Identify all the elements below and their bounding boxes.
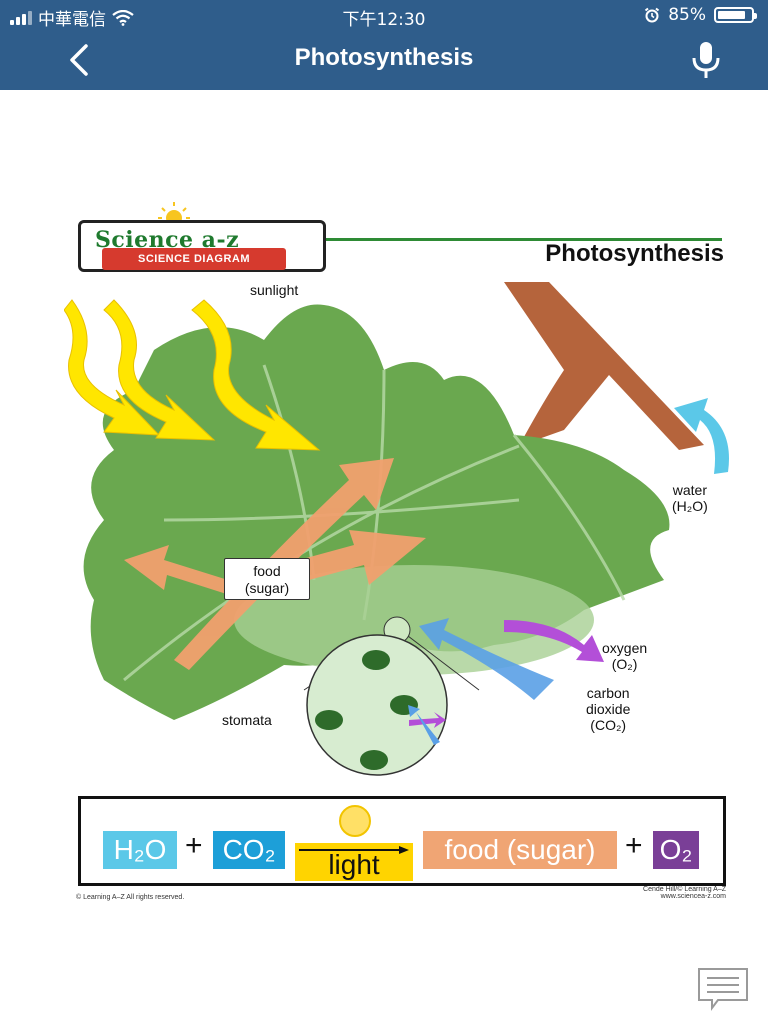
equation-food: food (sugar) — [423, 831, 617, 869]
label-oxygen-line2: (O₂) — [611, 656, 638, 672]
label-water-line2: (H₂O) — [672, 498, 708, 514]
voice-button[interactable] — [684, 38, 728, 82]
carrier-name: 中華電信 — [38, 10, 106, 30]
label-stomata: stomata — [222, 712, 272, 728]
carrier-group: 中華電信 — [10, 5, 134, 30]
diagram-title: Photosynthesis — [545, 240, 724, 267]
nav-bar: Photosynthesis — [0, 30, 768, 90]
clock: 下午12:30 — [342, 10, 426, 30]
battery-percent: 85% — [668, 5, 706, 25]
label-carbon-line2: dioxide — [586, 701, 631, 717]
equation-water: H₂O — [103, 831, 177, 869]
alarm-icon — [645, 7, 660, 23]
label-food-line2: (sugar) — [244, 580, 290, 596]
label-food: food (sugar) — [224, 558, 310, 600]
equation-light: light — [295, 843, 413, 881]
label-water-line1: water — [672, 482, 707, 498]
copyright-right-line2: www.sciencea-z.com — [660, 893, 726, 900]
water-arrow — [674, 398, 729, 474]
signal-icon — [10, 10, 32, 25]
label-carbon-line1: carbon — [586, 685, 630, 701]
label-oxygen-line1: oxygen — [602, 640, 648, 656]
equation-box: H₂O + CO₂ light food (sugar) + O₂ — [78, 796, 726, 886]
label-carbon-dioxide: carbon dioxide (CO₂) — [586, 685, 630, 733]
chat-bubble-icon — [698, 968, 748, 1011]
status-bar: 中華電信 下午12:30 85% — [0, 0, 768, 30]
oxygen-arrow — [504, 620, 604, 662]
status-right: 85% — [644, 5, 757, 25]
microphone-icon — [692, 42, 720, 78]
copyright-left: © Learning A–Z All rights reserved. — [76, 894, 185, 901]
equation-o2: O₂ — [653, 831, 699, 869]
label-oxygen: oxygen (O₂) — [602, 640, 647, 672]
label-food-line1: food — [253, 563, 281, 579]
battery-icon — [714, 7, 757, 23]
equation-plus-2: + — [625, 829, 643, 862]
photosynthesis-diagram: Science a-z SCIENCE DIAGRAM Photosynthes… — [64, 200, 732, 916]
chat-button[interactable] — [696, 966, 750, 1012]
wifi-icon — [112, 9, 134, 26]
label-water: water (H₂O) — [672, 482, 708, 514]
light-sun-icon — [339, 805, 371, 837]
diagram-illustration — [64, 202, 729, 776]
branch-shape — [504, 282, 704, 450]
header-divider — [326, 238, 722, 241]
label-sunlight: sunlight — [250, 282, 299, 298]
logo-banner: SCIENCE DIAGRAM — [102, 248, 286, 270]
equation-plus-1: + — [185, 829, 203, 862]
equation-light-label: light — [328, 849, 380, 880]
equation-co2: CO₂ — [213, 831, 285, 869]
back-button[interactable] — [58, 38, 102, 82]
copyright-right-line1: Cende Hill/© Learning A–Z — [643, 886, 726, 893]
label-carbon-line3: (CO₂) — [590, 717, 627, 733]
copyright-right: Cende Hill/© Learning A–Z www.sciencea-z… — [643, 886, 726, 900]
co2-arrow — [419, 618, 554, 700]
reaction-arrow-icon — [299, 846, 409, 854]
chevron-left-icon — [70, 44, 88, 76]
page-title: Photosynthesis — [294, 44, 474, 71]
